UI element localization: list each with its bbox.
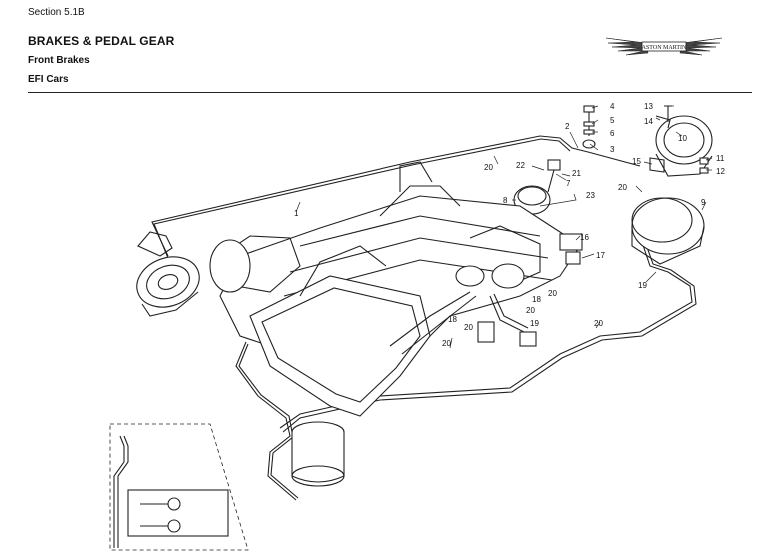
section-label: Section 5.1B (28, 7, 85, 18)
callout-20d: 20 (526, 306, 535, 315)
page-title: BRAKES & PEDAL GEAR (28, 34, 175, 48)
callout-20a: 20 (484, 163, 493, 172)
brake-pipe-lower (235, 341, 299, 501)
callout-10: 10 (678, 134, 687, 143)
callout-12: 12 (716, 167, 725, 176)
callout-5: 5 (610, 116, 615, 125)
left-wing (605, 37, 649, 56)
callout-22: 22 (516, 161, 525, 170)
brake-servo-9 (631, 197, 705, 265)
callout-3: 3 (610, 145, 615, 154)
callout-20g: 20 (594, 319, 603, 328)
callout-9: 9 (701, 198, 706, 207)
clamp-bracket-10 (655, 115, 713, 177)
callout-20e: 20 (464, 323, 473, 332)
brake-pipe-diagram: 1 2 3 4 5 6 7 8 9 10 11 12 13 14 15 16 1… (109, 102, 725, 551)
callout-20c: 20 (548, 289, 557, 298)
callout-18a: 18 (532, 295, 541, 304)
callout-17: 17 (596, 251, 605, 260)
callout-23: 23 (586, 191, 595, 200)
left-brake-caliper-assembly (136, 231, 200, 317)
callout-4: 4 (610, 102, 615, 111)
bracket-14 (655, 115, 671, 129)
callout-21: 21 (572, 169, 581, 178)
variant-label: EFI Cars (28, 74, 69, 85)
callout-19b: 19 (638, 281, 647, 290)
reservoir-cap-22 (547, 159, 561, 193)
union-fitting-16-17 (559, 233, 583, 265)
callout-1: 1 (294, 209, 299, 218)
callout-labels: 1 2 3 4 5 6 7 8 9 10 11 12 13 14 15 16 1… (294, 102, 725, 348)
callout-15: 15 (632, 157, 641, 166)
header-divider (28, 92, 752, 93)
brake-pipes-center (389, 291, 537, 355)
right-wing (679, 37, 723, 56)
bracket-15 (649, 157, 665, 173)
detail-inset (109, 423, 249, 551)
callout-7: 7 (566, 179, 571, 188)
callout-20f: 20 (442, 339, 451, 348)
logo-plate (641, 41, 687, 52)
logo-text: ASTON MARTIN (642, 45, 687, 51)
callout-19a: 19 (530, 319, 539, 328)
callout-14: 14 (644, 117, 653, 126)
page-subtitle: Front Brakes (28, 55, 90, 66)
callout-16: 16 (580, 233, 589, 242)
filter-canister (291, 421, 345, 487)
callout-13: 13 (644, 102, 653, 111)
leader-lines (295, 105, 713, 349)
aston-martin-wings-logo: ASTON MARTIN (605, 37, 723, 56)
callout-6: 6 (610, 129, 615, 138)
callout-2: 2 (565, 122, 570, 131)
callout-18b: 18 (448, 315, 457, 324)
bolt-stack-4-6 (582, 105, 596, 149)
callout-11: 11 (716, 154, 725, 163)
callout-20b: 20 (618, 183, 627, 192)
callout-8: 8 (503, 196, 508, 205)
brake-pipe-main (151, 135, 641, 259)
nut-11-12 (699, 157, 709, 174)
plenum-housing (249, 245, 431, 417)
